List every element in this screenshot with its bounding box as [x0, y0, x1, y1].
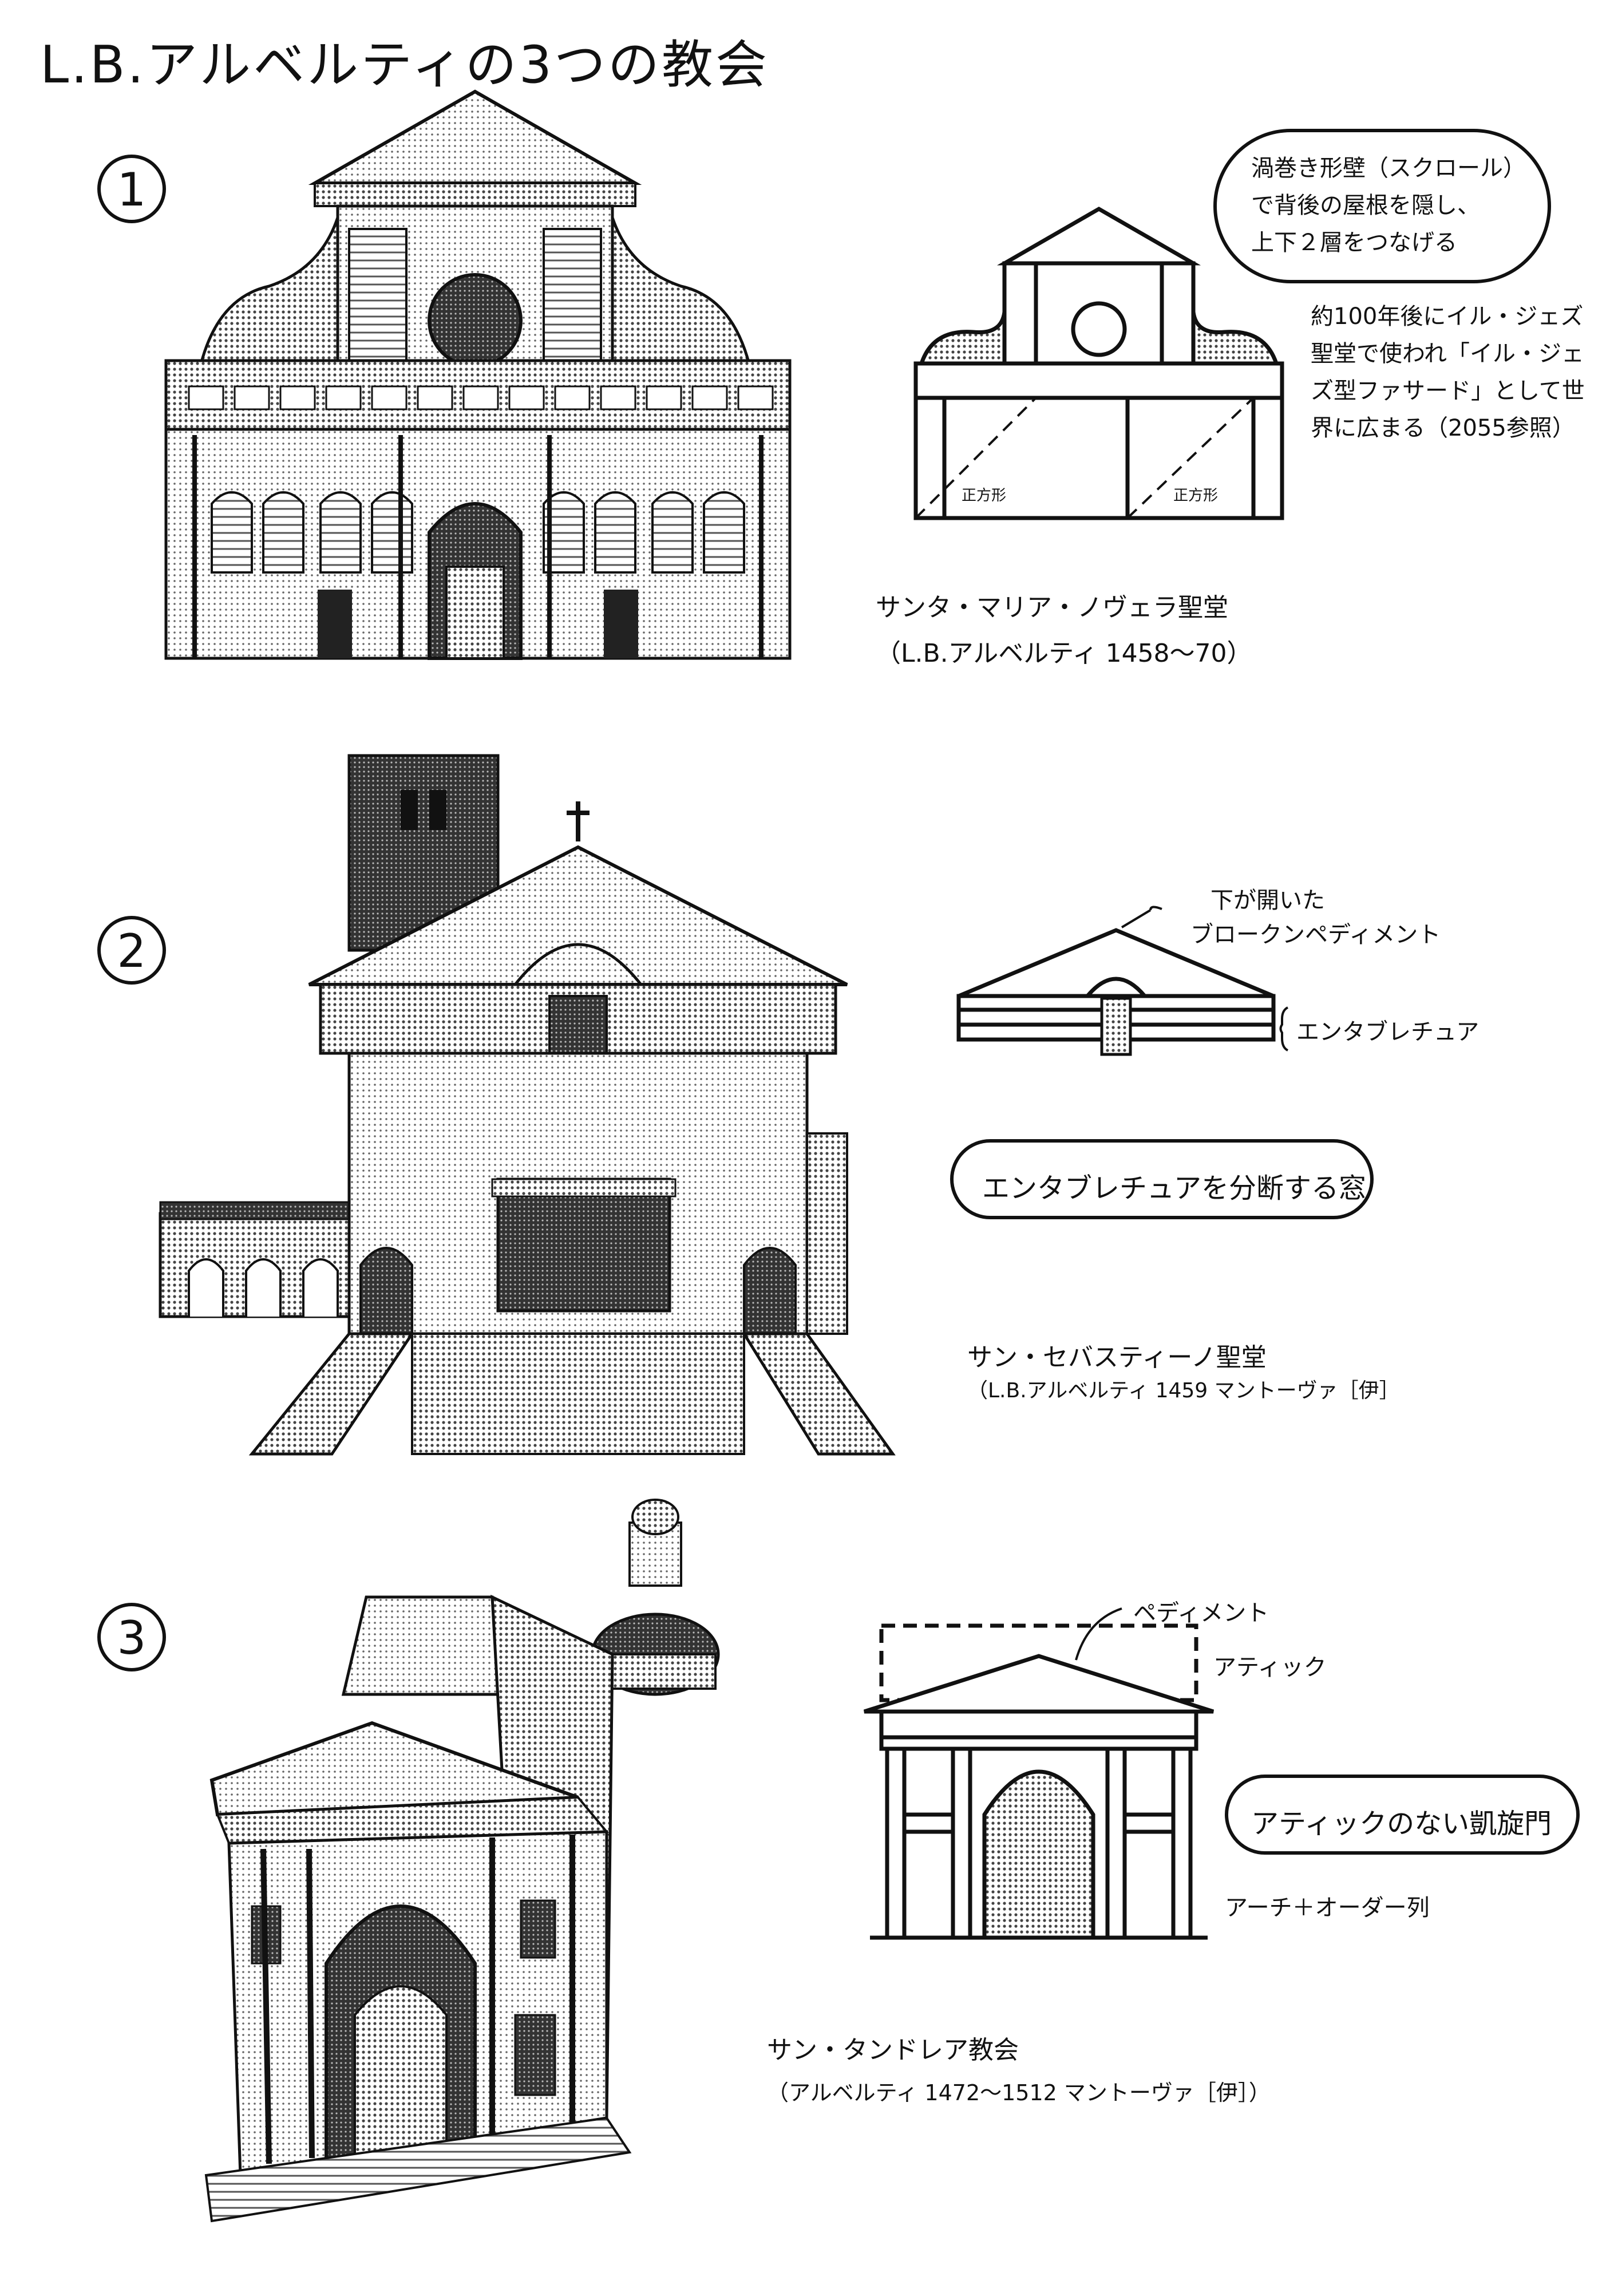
triumphal-arch-bubble: アティックのない凱旋門 [1225, 1775, 1580, 1855]
il-gesu-note-line-1: 約100年後にイル・ジェズ [1311, 303, 1584, 330]
broken-pediment-note-line-2: ブロークンペディメント [1190, 922, 1441, 948]
santa-maria-novella-facade-image [164, 89, 792, 660]
section-number-1: 1 [97, 155, 166, 223]
section-number-2: 2 [97, 916, 166, 985]
san-sebastiano-facade-image [159, 754, 896, 1456]
caption-detail-2: （L.B.アルベルティ 1459 マントーヴァ［伊］ [967, 1379, 1400, 1402]
caption-name-2: サン・セバスティーノ聖堂 [967, 1343, 1267, 1372]
san-sebastiano-diagram [956, 906, 1289, 1056]
broken-pediment-note-line-1: 下が開いた [1211, 887, 1325, 914]
bubble-line-3: 上下２層をつなげる [1251, 230, 1457, 256]
attic-label: アティック [1213, 1654, 1327, 1681]
window-explanation-bubble: エンタブレチュアを分断する窓 [950, 1139, 1374, 1219]
il-gesu-note-line-3: ズ型ファサード」として世 [1311, 378, 1585, 404]
pediment-label: ペディメント [1133, 1600, 1269, 1626]
entablature-label: エンタブレチュア [1296, 1019, 1480, 1045]
arch-order-label: アーチ＋オーダー列 [1225, 1895, 1430, 1921]
caption-name-1: サンタ・マリア・ノヴェラ聖堂 [876, 593, 1228, 622]
sant-andrea-diagram [863, 1607, 1215, 1940]
square-label-right: 正方形 [1173, 487, 1219, 504]
triumphal-arch-text: アティックのない凱旋門 [1251, 1808, 1552, 1840]
santa-maria-novella-diagram [913, 206, 1284, 520]
page-title: L.B.アルベルティの3つの教会 [40, 35, 770, 95]
bubble-line-1: 渦巻き形壁（スクロール） [1251, 155, 1526, 181]
sant-andrea-facade-image [204, 1499, 720, 2223]
caption-name-3: サン・タンドレア教会 [767, 2036, 1019, 2065]
scroll-explanation-bubble: 渦巻き形壁（スクロール） で背後の屋根を隠し、 上下２層をつなげる [1213, 129, 1551, 283]
section-number-3: 3 [97, 1603, 166, 1671]
caption-detail-3: （アルベルティ 1472～1512 マントーヴァ［伊］） [767, 2080, 1271, 2105]
window-bubble-text: エンタブレチュアを分断する窓 [982, 1172, 1367, 1204]
caption-detail-1: （L.B.アルベルティ 1458～70） [876, 639, 1252, 668]
square-label-left: 正方形 [962, 487, 1007, 504]
bubble-line-2: で背後の屋根を隠し、 [1251, 192, 1480, 219]
il-gesu-note-line-2: 聖堂で使われ「イル・ジェ [1311, 341, 1584, 367]
il-gesu-note-line-4: 界に広まる（2055参照） [1311, 415, 1575, 441]
